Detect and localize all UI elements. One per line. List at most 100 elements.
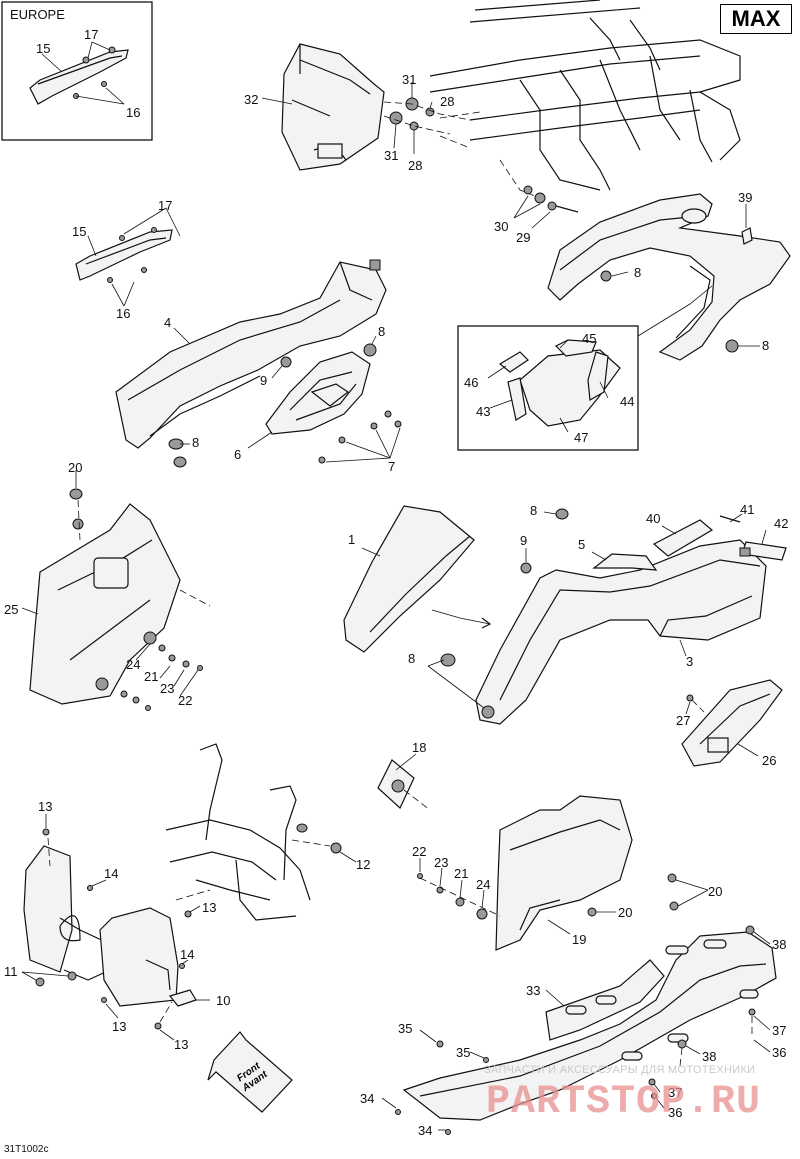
part-26 bbox=[681, 679, 783, 767]
callout-28-a: 28 bbox=[440, 94, 455, 109]
callout-19: 19 bbox=[572, 932, 587, 947]
callout-3: 3 bbox=[686, 654, 694, 669]
callout-31-b: 31 bbox=[384, 148, 399, 163]
callout-1: 1 bbox=[348, 532, 356, 547]
callout-13-b: 13 bbox=[202, 900, 217, 915]
callout-42: 42 bbox=[774, 516, 789, 531]
callout-34-b: 34 bbox=[418, 1123, 433, 1138]
callout-34-a: 34 bbox=[360, 1091, 375, 1106]
callout-14-a: 14 bbox=[104, 866, 119, 881]
part-39 bbox=[547, 193, 791, 361]
inset-callout-45: 45 bbox=[582, 331, 597, 346]
callout-23-b: 23 bbox=[434, 855, 449, 870]
part-10 bbox=[99, 907, 179, 1007]
europe-inset-title: EUROPE bbox=[10, 7, 65, 22]
part-45 bbox=[554, 339, 597, 357]
part-25 bbox=[29, 503, 181, 705]
callout-9: 9 bbox=[260, 373, 268, 388]
callout-15: 15 bbox=[72, 224, 87, 239]
callout-20-b: 20 bbox=[708, 884, 723, 899]
part-4 bbox=[115, 261, 387, 449]
callout-22-b: 22 bbox=[412, 844, 427, 859]
inset-callout-43: 43 bbox=[476, 404, 491, 419]
europe-callout-17: 17 bbox=[84, 27, 99, 42]
callout-8-f: 8 bbox=[408, 651, 416, 666]
callout-40: 40 bbox=[646, 511, 661, 526]
callout-31-a: 31 bbox=[402, 72, 417, 87]
part-15-europe bbox=[29, 49, 129, 105]
callout-26: 26 bbox=[762, 753, 777, 768]
callout-8-e: 8 bbox=[530, 503, 538, 518]
callout-33: 33 bbox=[526, 983, 541, 998]
callout-30: 30 bbox=[494, 219, 509, 234]
callout-7: 7 bbox=[388, 459, 396, 474]
callout-41: 41 bbox=[740, 502, 755, 517]
part-1 bbox=[343, 505, 475, 653]
callout-12: 12 bbox=[356, 857, 371, 872]
part-33 bbox=[402, 931, 777, 1121]
watermark-logo: PARTSTOP.RU bbox=[486, 1080, 762, 1125]
callout-11: 11 bbox=[4, 964, 18, 979]
callout-5: 5 bbox=[578, 537, 586, 552]
part-46 bbox=[498, 351, 529, 373]
model-badge: MAX bbox=[720, 4, 792, 34]
part-11-housing bbox=[23, 845, 73, 973]
callout-13-c: 13 bbox=[112, 1019, 127, 1034]
document-code: 31T1002c bbox=[4, 1144, 49, 1155]
callout-38-a: 38 bbox=[772, 937, 787, 952]
callout-16: 16 bbox=[116, 306, 131, 321]
callout-39: 39 bbox=[738, 190, 753, 205]
part-40 bbox=[652, 519, 714, 557]
callout-14-b: 14 bbox=[180, 947, 195, 962]
callout-35-b: 35 bbox=[456, 1045, 471, 1060]
callout-23: 23 bbox=[160, 681, 175, 696]
callout-27: 27 bbox=[676, 713, 691, 728]
part-3 bbox=[475, 539, 767, 725]
callout-13-a: 13 bbox=[38, 799, 53, 814]
front-arrow bbox=[207, 1031, 293, 1113]
watermark-subtitle: ЗАПЧАСТИ И АКСЕССУАРЫ ДЛЯ МОТОТЕХНИКИ bbox=[484, 1064, 756, 1076]
callout-37-b: 37 bbox=[668, 1085, 683, 1100]
callout-32: 32 bbox=[244, 92, 259, 107]
front-frame bbox=[165, 743, 311, 921]
callout-35-a: 35 bbox=[398, 1021, 413, 1036]
part-19 bbox=[495, 795, 633, 951]
callout-20: 20 bbox=[68, 460, 83, 475]
callout-6: 6 bbox=[234, 447, 242, 462]
callout-4: 4 bbox=[164, 315, 172, 330]
callout-13-d: 13 bbox=[174, 1037, 189, 1052]
inset-callout-46: 46 bbox=[464, 375, 479, 390]
inset-callout-47: 47 bbox=[574, 430, 589, 445]
callout-21: 21 bbox=[144, 669, 159, 684]
callout-8-c: 8 bbox=[378, 324, 386, 339]
callout-28-b: 28 bbox=[408, 158, 423, 173]
callout-18: 18 bbox=[412, 740, 427, 755]
europe-callout-15: 15 bbox=[36, 41, 51, 56]
callout-37-a: 37 bbox=[772, 1023, 787, 1038]
part-5 bbox=[592, 553, 658, 571]
part-32 bbox=[281, 43, 385, 171]
part-15 bbox=[75, 229, 173, 281]
callout-8-d: 8 bbox=[192, 435, 200, 450]
callout-36-a: 36 bbox=[772, 1045, 787, 1060]
callout-29: 29 bbox=[516, 230, 531, 245]
callout-24-b: 24 bbox=[476, 877, 491, 892]
callout-9-b: 9 bbox=[520, 533, 528, 548]
europe-inset-frame bbox=[1, 1, 153, 141]
callout-20-c: 20 bbox=[618, 905, 633, 920]
callout-21-b: 21 bbox=[454, 866, 469, 881]
callout-17: 17 bbox=[158, 198, 173, 213]
callout-22: 22 bbox=[178, 693, 193, 708]
callout-10: 10 bbox=[216, 993, 231, 1008]
callout-8-b: 8 bbox=[762, 338, 770, 353]
europe-callout-16: 16 bbox=[126, 105, 141, 120]
callout-36-b: 36 bbox=[668, 1105, 683, 1120]
callout-24: 24 bbox=[126, 657, 141, 672]
rear-frame bbox=[429, 0, 741, 191]
part-43 bbox=[507, 377, 527, 421]
inset-callout-44: 44 bbox=[620, 394, 635, 409]
callout-38-b: 38 bbox=[702, 1049, 717, 1064]
callout-8-a: 8 bbox=[634, 265, 642, 280]
